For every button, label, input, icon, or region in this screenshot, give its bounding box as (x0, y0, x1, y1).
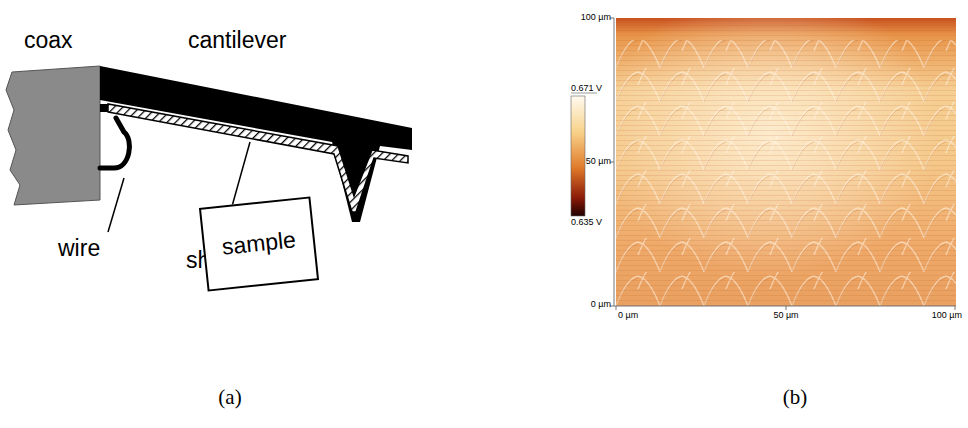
part-label: cantilever (188, 28, 286, 53)
colorbar-label: 0.635 V (571, 218, 602, 228)
axis-label: 100 µm (581, 13, 611, 23)
box-label: sample (221, 228, 297, 261)
sample-box: sample (199, 196, 319, 291)
panel-label: (a) (218, 386, 241, 409)
part-label: wire (58, 236, 100, 261)
axis-label: 50 µm (773, 311, 798, 321)
panel-label: (b) (783, 386, 808, 409)
part-label: coax (24, 28, 73, 53)
colorbar-label: 0.671 V (571, 84, 602, 94)
axis-label: 0 µm (591, 300, 611, 310)
axis-label: 100 µm (932, 311, 962, 321)
axis-label: 0 µm (618, 311, 638, 321)
axis-label: 50 µm (586, 157, 611, 167)
